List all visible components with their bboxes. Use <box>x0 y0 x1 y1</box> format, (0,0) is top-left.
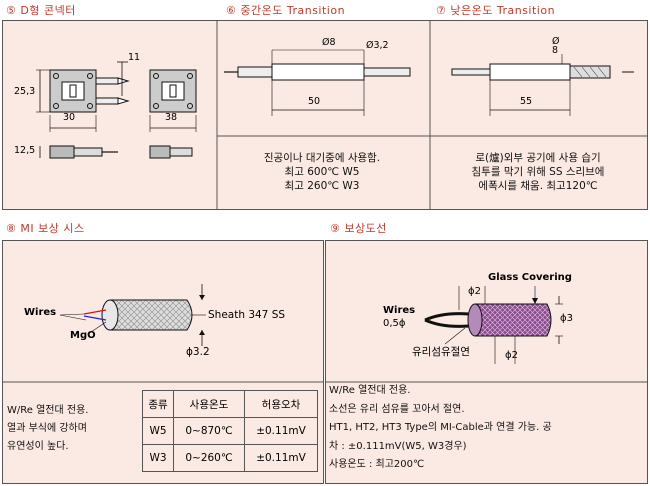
d-connector-drawing <box>36 61 197 159</box>
spec-table-header-row: 종류 사용온도 허용오차 <box>142 390 318 418</box>
mi-note-line-1: W/Re 열전대 전용. <box>7 405 89 416</box>
section-6-header: ⑥ 중간온도 Transition <box>226 2 345 18</box>
mi-wires-label: Wires <box>24 307 57 318</box>
spec-cell: W5 <box>142 417 174 445</box>
spec-cell: 0~260℃ <box>173 444 245 472</box>
low-transition-caption: 로(爐)외부 공기에 사용 습기 침투를 막기 위해 SS 스리브에 에폭시를 … <box>432 151 644 193</box>
mid-d-small-label: Ø3,2 <box>366 40 389 51</box>
top-drawings <box>36 20 648 210</box>
section-6-title: 중간온도 Transition <box>240 4 346 17</box>
dim-12-5-label: 12,5 <box>14 145 36 156</box>
dim-30-label: 30 <box>63 112 76 123</box>
spec-header-tolerance: 허용오차 <box>244 390 318 418</box>
comp-note-line-2: 소선은 유리 섬유를 꼬아서 절연. <box>329 403 465 415</box>
section-6-number: ⑥ <box>226 4 237 17</box>
low-length-label: 55 <box>520 96 533 107</box>
table-row: W3 0~260℃ ±0.11mV <box>142 444 318 472</box>
mi-sheath-drawing <box>2 284 324 383</box>
comp-note-line-4: 차 : ±0.111mV(W5, W3경우) <box>329 440 467 452</box>
dim-11-label: 11 <box>128 52 141 63</box>
low-caption-line-1: 로(爐)외부 공기에 사용 습기 <box>475 152 601 164</box>
section-7-header: ⑦ 낮은온도 Transition <box>436 2 555 18</box>
low-d-large-label: Ø 8 <box>552 36 560 56</box>
spec-cell: W3 <box>142 444 174 472</box>
low-caption-line-2: 침투를 막기 위해 SS 스리브에 <box>471 166 605 178</box>
glass-covering-label: Glass Covering <box>488 272 572 283</box>
spec-header-type: 종류 <box>142 390 174 418</box>
mi-note-line-3: 유연성이 높다. <box>7 441 69 452</box>
mi-sheath-label: Sheath 347 SS <box>208 309 286 321</box>
mid-transition-drawing <box>224 49 411 116</box>
spec-cell: ±0.11mV <box>244 417 318 445</box>
dim-38-label: 38 <box>165 112 178 123</box>
mid-caption-line-2: 최고 600℃ W5 <box>284 166 360 178</box>
section-9-title: 보상도선 <box>344 222 387 235</box>
mid-caption-line-1: 진공이나 대기중에 사용함. <box>263 152 381 164</box>
table-row: W5 0~870℃ ±0.11mV <box>142 417 318 445</box>
comp-wire-panel <box>325 240 648 484</box>
spec-cell: 0~870℃ <box>173 417 245 445</box>
comp-wires-label: Wires <box>383 305 416 316</box>
comp-d-bottom-label: ϕ2 <box>505 350 518 361</box>
mid-transition-caption: 진공이나 대기중에 사용함. 최고 600℃ W5 최고 260℃ W3 <box>218 151 426 193</box>
section-9-header: ⑨ 보상도선 <box>330 220 387 236</box>
top-panel <box>2 20 648 210</box>
spec-cell: ±0.11mV <box>244 444 318 472</box>
mi-sheath-note: W/Re 열전대 전용. 열과 부식에 강하며 유연성이 높다. <box>7 402 88 456</box>
mid-caption-line-3: 최고 260℃ W3 <box>284 180 360 192</box>
mi-note-line-2: 열과 부식에 강하며 <box>7 423 87 434</box>
comp-wire-note: W/Re 열전대 전용. 소선은 유리 섬유를 꼬아서 절연. HT1, HT2… <box>329 382 552 475</box>
mi-dia-label: ϕ3.2 <box>186 346 210 358</box>
low-transition-drawing <box>451 54 634 116</box>
low-caption-line-3: 에폭시를 채움. 최고120℃ <box>478 180 598 192</box>
comp-note-line-1: W/Re 열전대 전용. <box>329 385 411 396</box>
comp-wire-drawing <box>325 286 648 383</box>
section-9-number: ⑨ <box>330 222 341 235</box>
mid-d-large-label: Ø8 <box>322 37 336 48</box>
section-7-number: ⑦ <box>436 4 447 17</box>
spec-header-temp: 사용온도 <box>173 390 245 418</box>
comp-d-top-label: ϕ2 <box>468 286 481 297</box>
section-5-header: ⑤ D형 콘넥터 <box>6 2 76 18</box>
section-8-number: ⑧ <box>6 222 17 235</box>
section-5-title: D형 콘넥터 <box>20 4 76 17</box>
comp-wires-dia-label: 0,5ϕ <box>383 318 406 329</box>
comp-note-line-3: HT1, HT2, HT3 Type의 MI-Cable과 연결 가능. 공 <box>329 422 552 433</box>
section-8-title: MI 보상 시스 <box>20 222 85 235</box>
mi-spec-table: 종류 사용온도 허용오차 W5 0~870℃ ±0.11mV W3 0~260℃… <box>142 390 318 472</box>
section-8-header: ⑧ MI 보상 시스 <box>6 220 85 236</box>
mi-mgo-label: MgO <box>70 330 96 341</box>
mid-length-label: 50 <box>308 96 321 107</box>
section-7-title: 낮은온도 Transition <box>450 4 556 17</box>
section-5-number: ⑤ <box>6 4 17 17</box>
comp-note-line-5: 사용온도 : 최고200℃ <box>329 459 425 470</box>
dim-25-3-label: 25,3 <box>14 86 36 97</box>
comp-d-side-label: ϕ3 <box>560 313 573 324</box>
comp-insulation-label: 유리섬유절연 <box>412 346 470 358</box>
